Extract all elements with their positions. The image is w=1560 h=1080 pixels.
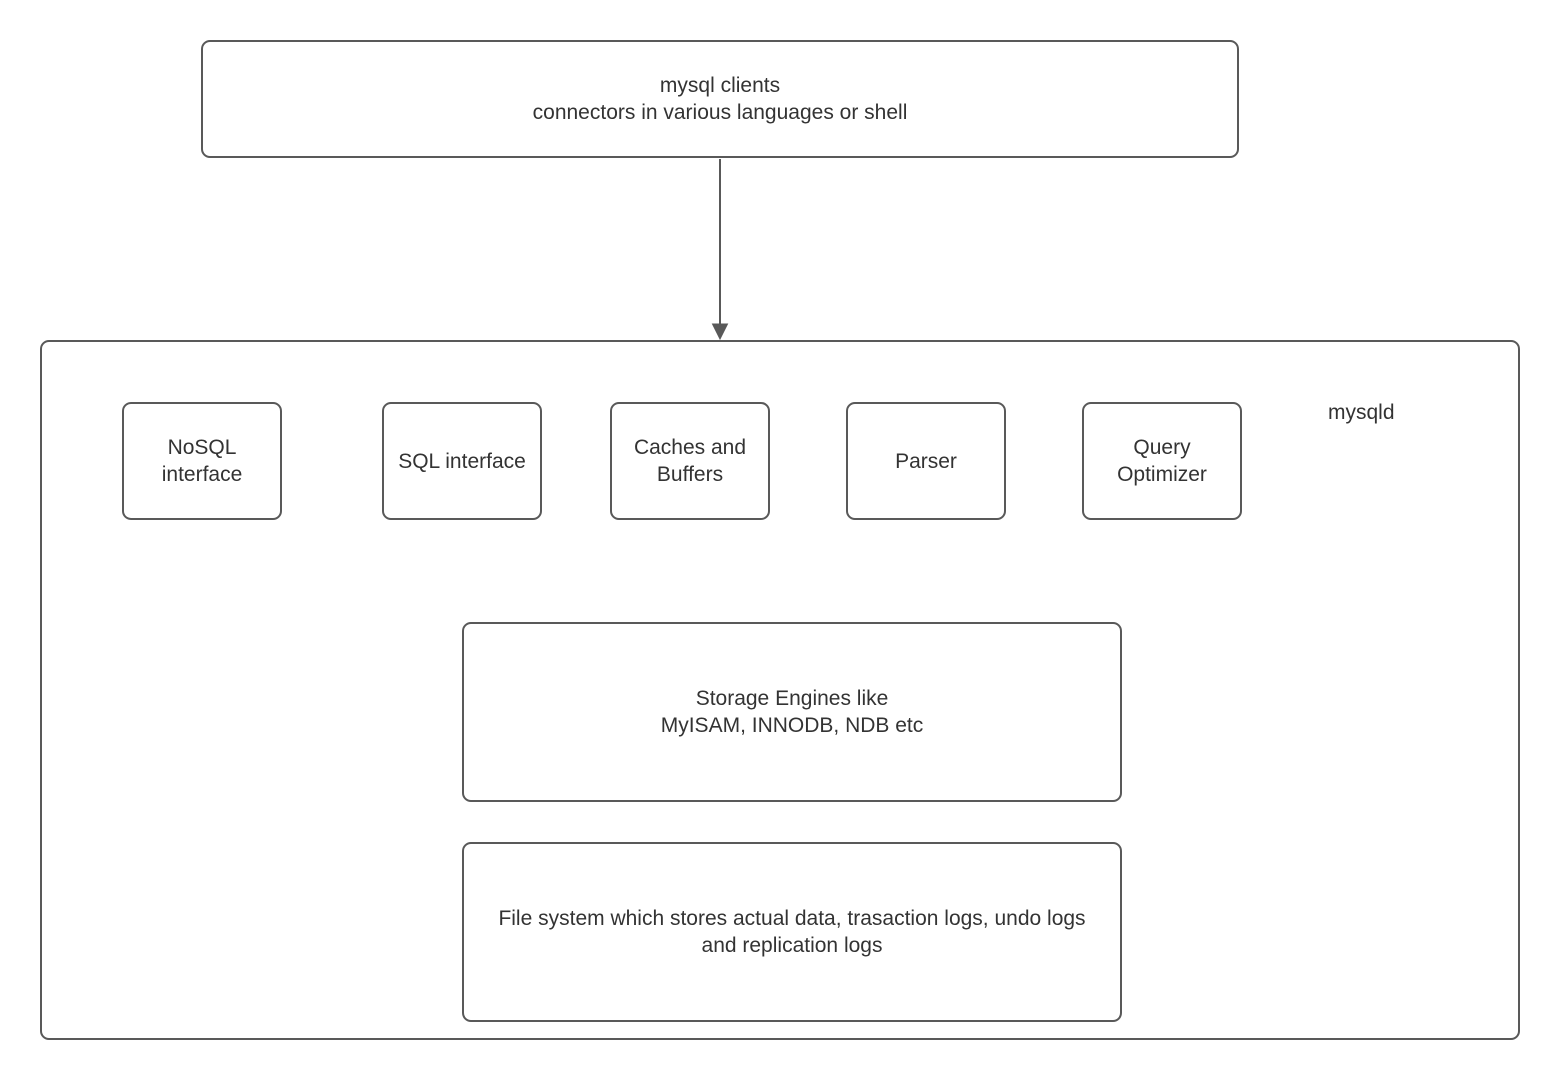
component-label: SQL interface xyxy=(398,449,526,473)
component-sql-interface: SQL interface xyxy=(382,402,542,520)
storage-engines-line2: MyISAM, INNODB, NDB etc xyxy=(660,714,924,737)
mysql-clients-box: mysql clients connectors in various lang… xyxy=(201,40,1239,158)
mysql-clients-line1: mysql clients xyxy=(659,74,781,97)
component-caches-buffers: Caches and Buffers xyxy=(610,402,770,520)
mysql-clients-label: mysql clients connectors in various lang… xyxy=(533,72,908,126)
component-parser: Parser xyxy=(846,402,1006,520)
storage-engines-line1: Storage Engines like xyxy=(695,687,889,710)
mysqld-container-box: mysqld NoSQL interface SQL interface Cac… xyxy=(40,340,1520,1040)
component-query-optimizer: Query Optimizer xyxy=(1082,402,1242,520)
component-label: Parser xyxy=(895,449,957,473)
file-system-label: File system which stores actual data, tr… xyxy=(498,905,1085,959)
component-label: Query Optimizer xyxy=(1117,436,1207,486)
storage-engines-box: Storage Engines like MyISAM, INNODB, NDB… xyxy=(462,622,1122,802)
component-nosql-interface: NoSQL interface xyxy=(122,402,282,520)
file-system-line1: File system which stores actual data, tr… xyxy=(498,907,1086,930)
mysql-clients-line2: connectors in various languages or shell xyxy=(532,101,908,124)
file-system-line2: and replication logs xyxy=(701,934,883,957)
component-label: NoSQL interface xyxy=(161,436,243,486)
storage-engines-label: Storage Engines like MyISAM, INNODB, NDB… xyxy=(661,685,924,739)
mysqld-label: mysqld xyxy=(1328,401,1395,424)
component-label: Caches and Buffers xyxy=(633,436,747,486)
file-system-box: File system which stores actual data, tr… xyxy=(462,842,1122,1022)
